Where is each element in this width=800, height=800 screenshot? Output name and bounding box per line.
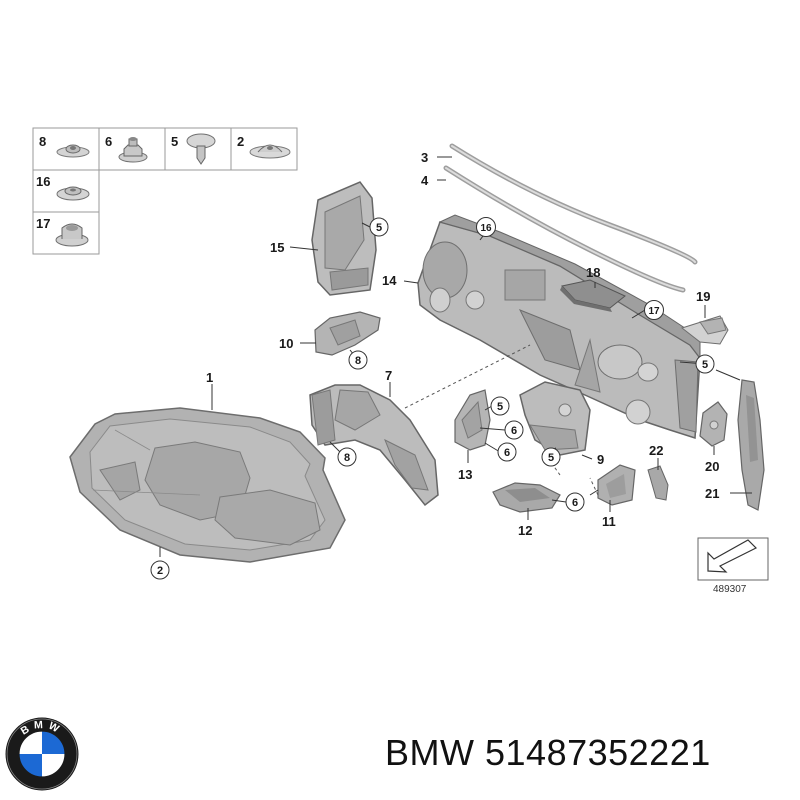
dome-clip-icon: [249, 144, 291, 159]
callout-3: 3: [421, 150, 428, 165]
direction-arrow-icon: [707, 539, 758, 573]
circled-callouts: 5 16 17 8 8 5 6 6: [150, 217, 715, 580]
spacer-clip-icon: [55, 223, 89, 247]
brand-name: BMW: [385, 732, 475, 773]
svg-text:5: 5: [548, 452, 554, 464]
svg-text:6: 6: [572, 497, 578, 509]
insulation-pad: [560, 279, 626, 312]
callout-9: 9: [597, 452, 604, 467]
legend-number: 2: [237, 134, 244, 149]
svg-text:8: 8: [355, 355, 361, 367]
circled-callout-17: 17: [644, 300, 664, 320]
legend-cell-6: 6: [105, 134, 148, 163]
clip-part: [647, 465, 669, 501]
legend-cell-17: 17: [36, 216, 89, 247]
callout-13: 13: [458, 467, 472, 482]
callout-21: 21: [705, 486, 719, 501]
lower-insulation-part: [454, 389, 491, 451]
legend-cell-2: 2: [237, 134, 291, 159]
callout-7: 7: [385, 368, 392, 383]
callout-11: 11: [602, 514, 616, 529]
circled-callout-5: 5: [695, 354, 715, 374]
callout-12: 12: [518, 523, 532, 538]
orientation-box: [697, 537, 769, 581]
circled-callout-16: 16: [476, 217, 496, 237]
callout-10: 10: [279, 336, 293, 351]
legend-number: 17: [36, 216, 50, 231]
circled-callout-5: 5: [541, 447, 561, 467]
round-clip-icon: [56, 186, 90, 201]
bracket-part: [680, 315, 729, 345]
circled-callout-6: 6: [504, 420, 524, 440]
callout-14: 14: [382, 273, 397, 288]
svg-text:17: 17: [648, 306, 660, 317]
bracket-insulation: [597, 464, 636, 506]
svg-text:5: 5: [497, 401, 503, 413]
callout-20: 20: [705, 459, 719, 474]
legend-number: 5: [171, 134, 178, 149]
callout-22: 22: [649, 443, 663, 458]
circled-callout-5: 5: [369, 217, 389, 237]
circled-callout-2: 2: [150, 560, 170, 580]
legend-cell-8: 8: [39, 134, 90, 158]
flat-washer-nut-icon: [56, 144, 90, 158]
legend-number: 6: [105, 134, 112, 149]
circled-callout-6: 6: [565, 492, 585, 512]
svg-text:16: 16: [480, 223, 492, 234]
svg-text:8: 8: [344, 452, 350, 464]
side-strip: [737, 379, 765, 511]
circled-callout-5: 5: [490, 396, 510, 416]
circled-callout-8: 8: [337, 447, 357, 467]
side-insulation: [311, 181, 377, 296]
push-rivet-icon: [186, 133, 216, 165]
reference-number: 489307: [713, 584, 747, 595]
callout-labels: 1 3 4 7 9 10 11 12 13 14 15 18 19 20 21 …: [206, 150, 719, 538]
callout-1: 1: [206, 370, 213, 385]
legend-cell-16: 16: [36, 174, 90, 201]
svg-text:6: 6: [511, 425, 517, 437]
circled-callout-8: 8: [348, 350, 368, 370]
svg-text:5: 5: [376, 222, 382, 234]
callout-4: 4: [421, 173, 429, 188]
center-insulation-part: [519, 381, 591, 456]
dashed-guide-lines: [404, 344, 599, 496]
duct-insulation: [492, 482, 561, 513]
legend-number: 16: [36, 174, 50, 189]
bmw-logo: BMW: [5, 717, 79, 791]
brand-row: BMW BMW 51487352221: [0, 712, 800, 800]
callout-15: 15: [270, 240, 284, 255]
wheelhouse-insulation: [309, 384, 439, 507]
small-insulation-part: [314, 311, 381, 356]
callout-18: 18: [586, 265, 600, 280]
circled-callout-6: 6: [497, 442, 517, 462]
legend-number: 8: [39, 134, 46, 149]
hex-collar-nut-icon: [118, 137, 148, 163]
small-bracket: [699, 401, 728, 447]
svg-text:5: 5: [702, 359, 708, 371]
svg-text:2: 2: [157, 565, 163, 577]
svg-text:6: 6: [504, 447, 510, 459]
legend-cell-5: 5: [171, 133, 216, 165]
fastener-legend: [32, 127, 298, 255]
seal-strips: [443, 143, 698, 293]
insulation-panel: [69, 407, 346, 563]
brand-part-label: BMW 51487352221: [385, 732, 711, 774]
part-number: 51487352221: [485, 732, 711, 773]
callout-19: 19: [696, 289, 710, 304]
